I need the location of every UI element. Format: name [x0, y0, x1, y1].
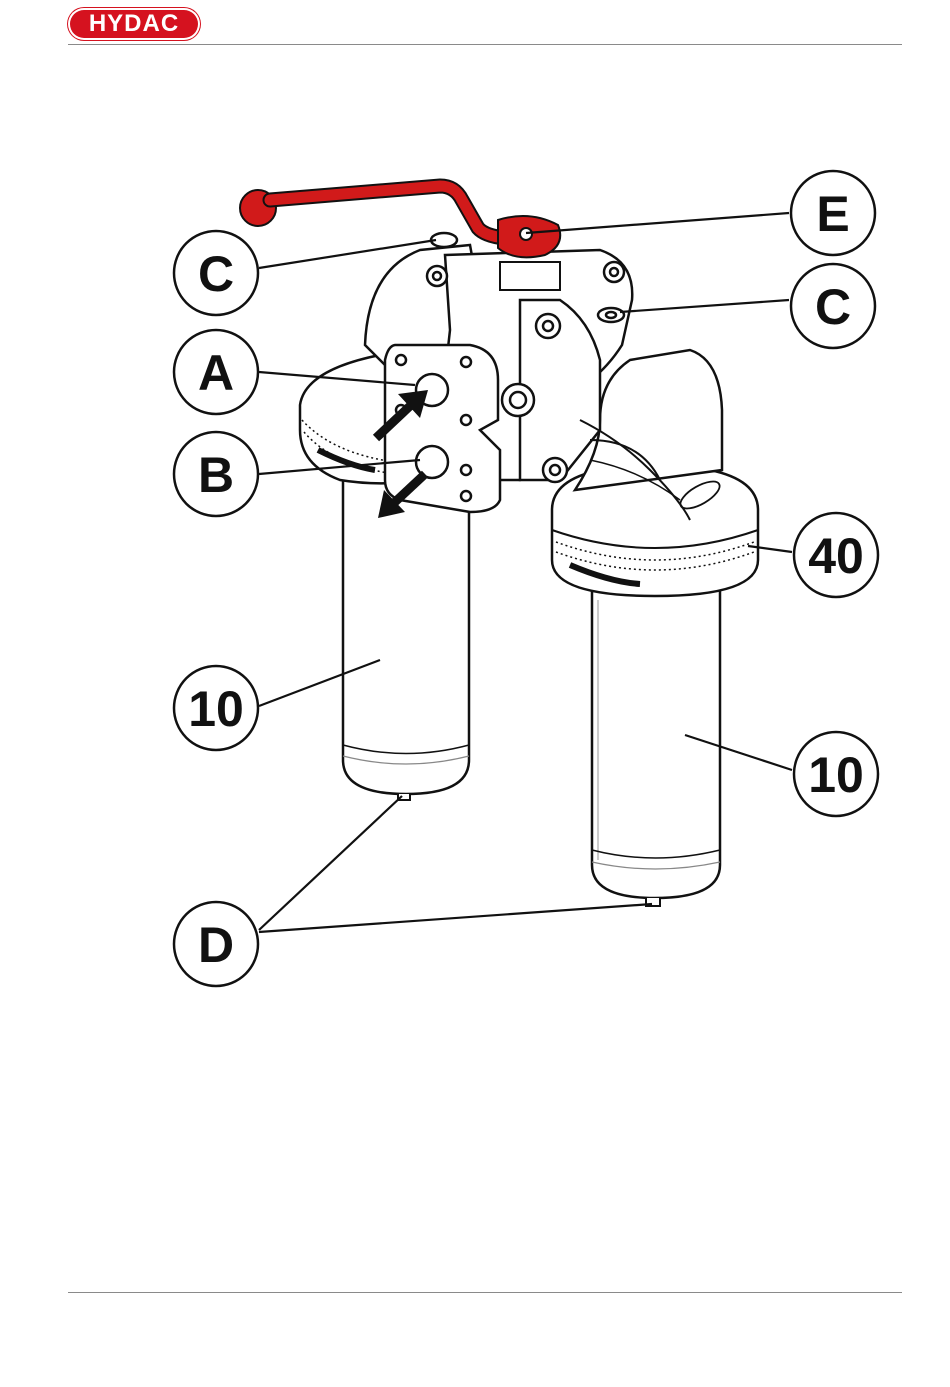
svg-text:C: C [815, 279, 851, 335]
svg-text:A: A [198, 345, 234, 401]
svg-text:C: C [198, 246, 234, 302]
right-filter-bowl [592, 590, 720, 906]
callout-a: A [174, 330, 258, 414]
svg-text:D: D [198, 917, 234, 973]
svg-text:B: B [198, 447, 234, 503]
svg-text:E: E [816, 186, 849, 242]
svg-text:10: 10 [188, 681, 244, 737]
callout-c-left: C [174, 231, 258, 315]
callout-10-left: 10 [174, 666, 258, 750]
callout-c-right: C [791, 264, 875, 348]
svg-text:10: 10 [808, 747, 864, 803]
left-filter-bowl [343, 470, 469, 800]
callout-b: B [174, 432, 258, 516]
callout-e: E [791, 171, 875, 255]
callout-d: D [174, 902, 258, 986]
svg-text:40: 40 [808, 528, 864, 584]
callout-10-right: 10 [794, 732, 878, 816]
inlet-outlet-flange [385, 345, 500, 512]
callout-40: 40 [794, 513, 878, 597]
